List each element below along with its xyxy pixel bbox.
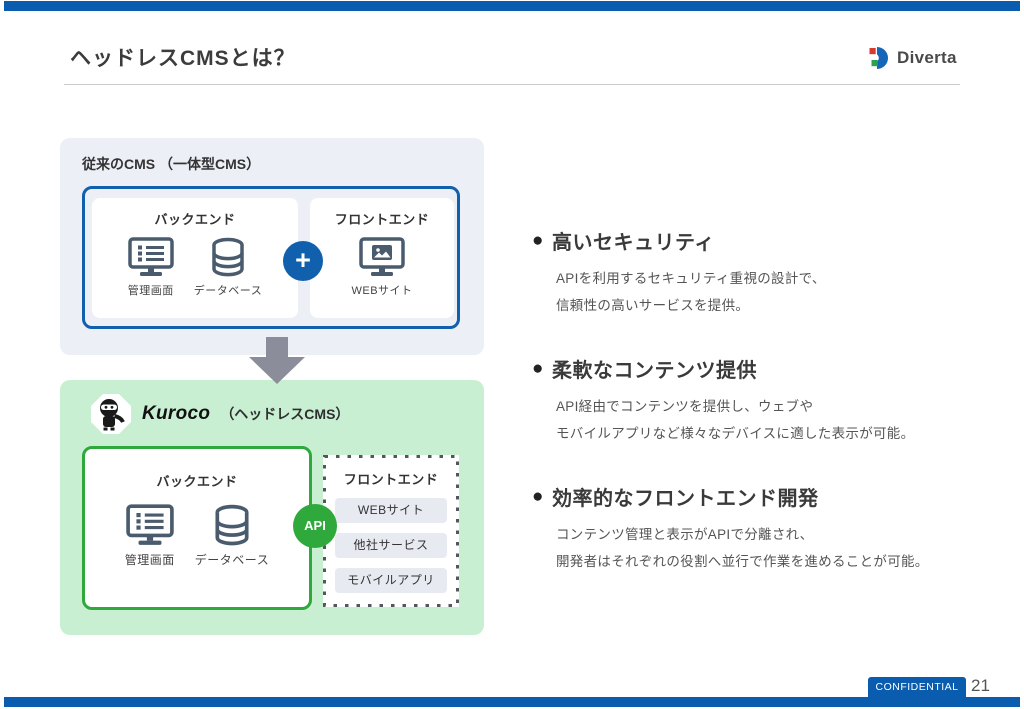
feature-line: コンテンツ管理と表示がAPIで分離され、 (556, 527, 814, 542)
feature-line: モバイルアプリなど様々なデバイスに適した表示が可能。 (556, 426, 915, 441)
page-title: ヘッドレスCMSとは？ (70, 47, 296, 70)
page-number: 21 (971, 676, 990, 695)
feature-line: APIを利用するセキュリティ重視の設計で、 (556, 271, 826, 286)
kuroco-frontend-box: フロントエンド WEBサイト 他社サービス モバイルアプリ (323, 455, 459, 607)
feature-line: 開発者はそれぞれの役割へ並行で作業を進めることが可能。 (556, 554, 929, 569)
api-badge: API (293, 504, 337, 548)
traditional-cms-label: 従来のCMS （一体型CMS） (82, 156, 261, 172)
database-label: データベース (193, 285, 263, 297)
bullet-icon: ● (532, 485, 544, 507)
plus-icon: + (295, 245, 311, 275)
feature-title: 高いセキュリティ (551, 232, 715, 254)
frontend-title: フロントエンド (334, 212, 430, 227)
kuroco-logo-row: Kuroco （ヘッドレスCMS） (90, 392, 349, 436)
admin-screen-icon (126, 504, 174, 546)
admin-screen-label: 管理画面 (124, 553, 175, 567)
bullet-icon: ● (532, 229, 544, 251)
diverta-logo: Diverta (869, 47, 957, 69)
down-arrow-icon (249, 337, 305, 389)
plus-badge: + (283, 241, 323, 281)
website-item: WEBサイト (351, 237, 412, 298)
feature-security: ● 高いセキュリティ APIを利用するセキュリティ重視の設計で、 信頼性の高いサ… (532, 226, 1002, 319)
admin-screen-label: 管理画面 (127, 285, 174, 297)
kuroco-backend-card: バックエンド 管理画面 データベース (91, 455, 303, 601)
feature-line: 信頼性の高いサービスを提供。 (556, 298, 750, 313)
traditional-cms-box: 従来のCMS （一体型CMS） バックエンド 管理画面 データベース + (60, 138, 484, 355)
header-divider (64, 84, 960, 85)
database-item: データベース (194, 237, 262, 298)
feature-title: 柔軟なコンテンツ提供 (551, 360, 757, 382)
channel-website: WEBサイト (335, 498, 447, 523)
kuroco-box: Kuroco （ヘッドレスCMS） バックエンド 管理画面 データベース AP (60, 380, 484, 635)
database-icon (215, 504, 249, 546)
website-icon (359, 237, 405, 277)
frontend-card: フロントエンド WEBサイト (310, 198, 454, 318)
feature-title: 効率的なフロントエンド開発 (551, 488, 819, 510)
admin-screen-icon (128, 237, 174, 277)
channel-thirdparty: 他社サービス (335, 533, 447, 558)
kuroco-ninja-icon (91, 394, 131, 434)
feature-flexible-content: ● 柔軟なコンテンツ提供 API経由でコンテンツを提供し、ウェブや モバイルアプ… (532, 354, 1002, 447)
confidential-badge: CONFIDENTIAL (868, 677, 966, 698)
diverta-mark-icon (869, 47, 888, 69)
feature-efficient-dev: ● 効率的なフロントエンド開発 コンテンツ管理と表示がAPIで分離され、 開発者… (532, 482, 1002, 575)
dotted-border (323, 455, 459, 607)
kuroco-backend-frame: バックエンド 管理画面 データベース (82, 446, 312, 610)
database-icon (212, 237, 244, 277)
kuroco-backend-title: バックエンド (156, 474, 238, 489)
feature-line: API経由でコンテンツを提供し、ウェブや (556, 399, 814, 414)
diverta-wordmark: Diverta (897, 48, 957, 67)
website-label: WEBサイト (351, 285, 413, 297)
kuroco-wordmark: Kuroco (142, 403, 211, 424)
bottom-accent-bar (4, 697, 1020, 707)
kuroco-frontend-title: フロントエンド (343, 472, 439, 487)
database-item: データベース (195, 504, 269, 568)
backend-title: バックエンド (154, 212, 236, 227)
channel-mobileapp: モバイルアプリ (335, 568, 447, 593)
backend-card: バックエンド 管理画面 データベース (92, 198, 298, 318)
top-accent-bar (4, 1, 1020, 11)
kuroco-suffix: （ヘッドレスCMS） (220, 406, 350, 422)
admin-screen-item: 管理画面 (128, 237, 174, 298)
traditional-cms-frame: バックエンド 管理画面 データベース + フロントエンド (82, 186, 460, 329)
database-label: データベース (194, 553, 270, 567)
bullet-icon: ● (532, 357, 544, 379)
admin-screen-item: 管理画面 (125, 504, 175, 568)
